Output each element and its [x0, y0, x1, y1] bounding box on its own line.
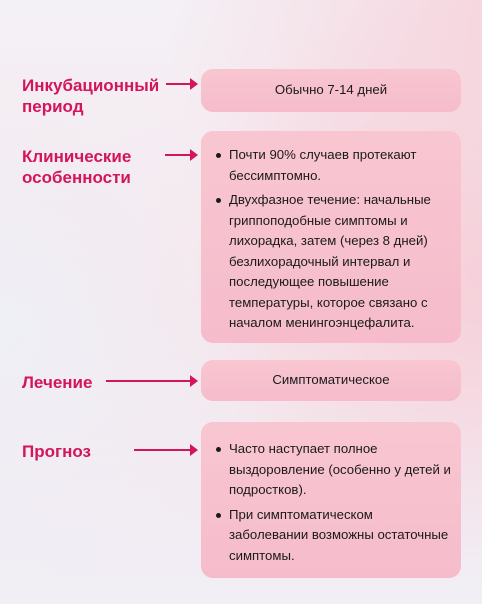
info-card-treatment: Симптоматическое [201, 360, 461, 401]
info-card-text: Симптоматическое [272, 372, 390, 388]
list-item: Почти 90% случаев протекают бессимптомно… [201, 145, 461, 186]
info-card-incubation: Обычно 7-14 дней [201, 69, 461, 112]
arrow-right-icon [134, 444, 198, 456]
row-label-clinical: Клинические особенности [22, 147, 132, 187]
info-card-clinical: Почти 90% случаев протекают бессимптомно… [201, 131, 461, 343]
list-item: Часто наступает полное выздоровление (ос… [201, 439, 461, 501]
info-card-text: Обычно 7-14 дней [274, 82, 388, 98]
row-label-treatment: Лечение [22, 373, 93, 392]
list-item: При симптоматическом заболевании возможн… [201, 505, 461, 567]
row-label-incubation: Инкубационный период [22, 76, 160, 116]
arrow-right-icon [165, 149, 198, 161]
arrow-right-icon [166, 78, 198, 90]
bullet-list: Почти 90% случаев протекают бессимптомно… [201, 145, 461, 334]
bullet-list: Часто наступает полное выздоровление (ос… [201, 439, 461, 566]
row-label-prognosis: Прогноз [22, 442, 91, 461]
arrow-right-icon [106, 375, 198, 387]
list-item: Двухфазное течение: начальные гриппоподо… [201, 190, 461, 334]
info-card-prognosis: Часто наступает полное выздоровление (ос… [201, 422, 461, 578]
